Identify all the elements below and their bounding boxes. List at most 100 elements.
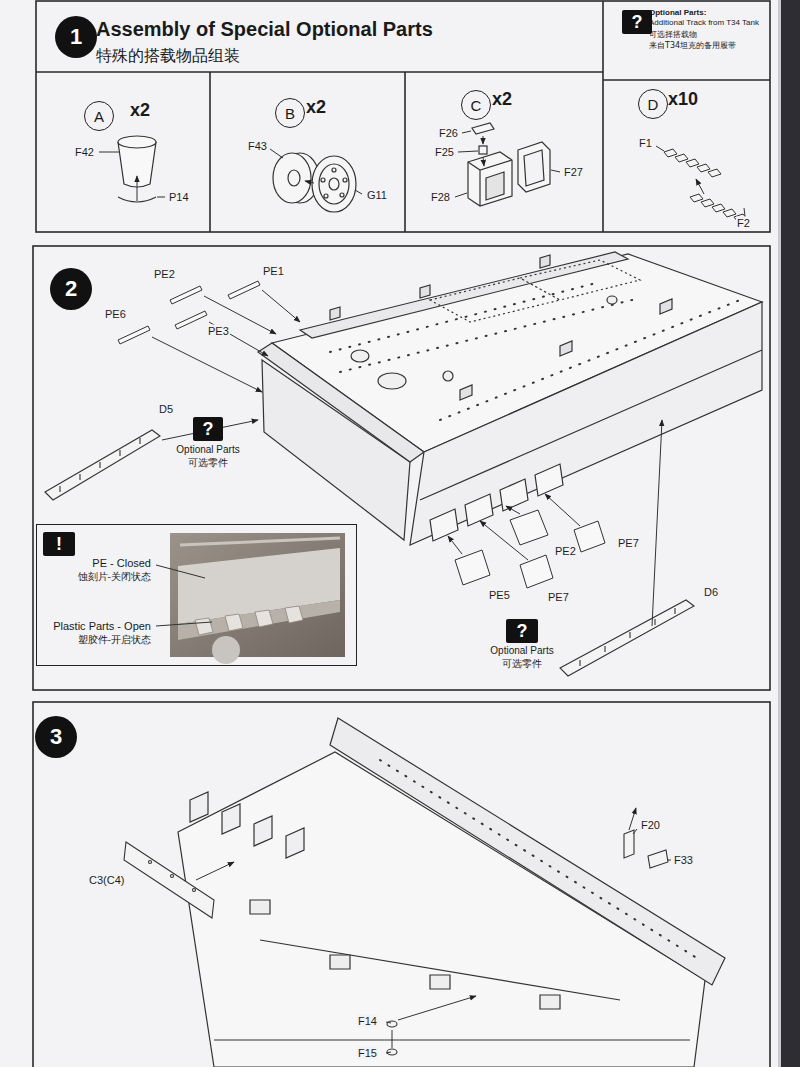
leader-line bbox=[462, 131, 471, 133]
hull-drawing bbox=[258, 252, 762, 545]
panel-frame bbox=[603, 79, 770, 81]
leader-line bbox=[386, 1052, 391, 1053]
leader-line bbox=[652, 420, 662, 626]
panel-frame bbox=[602, 1, 604, 232]
leader-line bbox=[156, 565, 205, 578]
caption-text: x10 bbox=[668, 89, 698, 110]
road-wheel-part bbox=[312, 156, 356, 212]
road-wheel-part bbox=[329, 178, 339, 190]
leader-line bbox=[196, 862, 234, 880]
leader-line bbox=[667, 860, 671, 861]
part-number: F15 bbox=[357, 1047, 378, 1060]
side-strip-part bbox=[193, 889, 196, 892]
road-wheel-part bbox=[288, 170, 300, 186]
road-wheel-part bbox=[324, 194, 328, 198]
panel-frame bbox=[33, 702, 770, 1067]
storage-box-part bbox=[486, 172, 504, 200]
storage-box-part bbox=[468, 123, 550, 206]
storage-box-part bbox=[518, 142, 550, 192]
caption-text: 来自T34坦克的备用履带 bbox=[649, 41, 736, 50]
leader-line bbox=[156, 622, 212, 626]
leader-line bbox=[162, 420, 258, 440]
part-number: F25 bbox=[434, 146, 455, 159]
sub-step-cell: x2 A bbox=[36, 72, 210, 232]
hull-side-drawing bbox=[190, 792, 304, 858]
storage-box-part bbox=[472, 123, 494, 134]
etched-part bbox=[170, 286, 202, 304]
icon-symbol: ? bbox=[622, 13, 652, 31]
hull-drawing bbox=[410, 302, 762, 545]
hull-drawing bbox=[351, 350, 369, 362]
icon-symbol: D bbox=[639, 97, 667, 112]
leader-line bbox=[458, 151, 478, 152]
leader-line bbox=[455, 131, 560, 197]
step-number: 2 bbox=[50, 268, 92, 310]
road-wheel-part bbox=[332, 168, 336, 172]
caption-text: 可选零件 bbox=[502, 658, 542, 670]
hull-drawing bbox=[607, 296, 617, 304]
side-strip-part bbox=[387, 1049, 397, 1055]
side-strip-part bbox=[387, 1021, 397, 1027]
reference-photo bbox=[170, 533, 345, 664]
part-number: PE2 bbox=[153, 268, 176, 281]
storage-box-part bbox=[479, 146, 487, 154]
warning-icon: ! bbox=[43, 532, 75, 556]
road-wheel-part bbox=[273, 153, 356, 212]
icon-symbol: C bbox=[462, 98, 490, 113]
icon-symbol: 2 bbox=[50, 278, 92, 300]
leader-line bbox=[633, 829, 637, 834]
caption-text: Optional Parts bbox=[490, 645, 553, 657]
caption-text: x2 bbox=[130, 100, 150, 121]
part-number: PE1 bbox=[262, 265, 285, 278]
storage-box-part bbox=[468, 160, 512, 206]
panel-frame bbox=[404, 72, 406, 232]
icon-symbol: ! bbox=[43, 535, 75, 553]
side-strip-part bbox=[624, 830, 634, 858]
icon-symbol: ? bbox=[506, 622, 538, 640]
caption-text: Additional Track from T34 Tank bbox=[649, 18, 759, 27]
reference-photo bbox=[180, 538, 340, 545]
track-link-part bbox=[690, 194, 703, 202]
leader-line bbox=[270, 149, 362, 194]
bucket-part bbox=[118, 136, 156, 202]
icon-symbol: 1 bbox=[55, 26, 97, 48]
etched-part bbox=[520, 555, 553, 588]
leader-line bbox=[152, 290, 662, 626]
leader-line bbox=[392, 1030, 393, 1048]
hull-side-drawing bbox=[250, 900, 560, 1009]
sub-step-letter: A bbox=[84, 101, 114, 131]
leader-line bbox=[157, 197, 165, 198]
leader-line bbox=[656, 146, 664, 151]
road-wheel-part bbox=[340, 193, 344, 197]
part-number: PE3 bbox=[207, 325, 230, 338]
note-box: PE - Closed蚀刻片-关闭状态Plastic Parts - Open塑… bbox=[36, 524, 357, 666]
leader-line bbox=[156, 565, 212, 626]
etched-part bbox=[228, 281, 260, 299]
road-wheel-part bbox=[319, 164, 349, 204]
leader-line bbox=[545, 494, 580, 526]
leader-line bbox=[270, 149, 283, 158]
question-icon: ?Optional Parts可选零件 bbox=[506, 619, 538, 643]
leader-line bbox=[196, 808, 671, 1053]
leader-line bbox=[480, 521, 528, 560]
paper bbox=[780, 0, 800, 1067]
leader-line bbox=[386, 1022, 391, 1023]
leader-line bbox=[398, 996, 476, 1020]
caption-text: x2 bbox=[492, 89, 512, 110]
hull-side-drawing bbox=[380, 760, 700, 960]
etched-part bbox=[118, 326, 150, 344]
icon-symbol: B bbox=[276, 106, 304, 121]
part-number: PE6 bbox=[104, 308, 127, 321]
part-number: C3(C4) bbox=[88, 874, 125, 887]
hull-drawing bbox=[443, 371, 453, 381]
part-number: P14 bbox=[168, 191, 190, 204]
road-wheel-part bbox=[343, 178, 347, 182]
sub-step-letter: D bbox=[638, 89, 668, 119]
sub-step-letter: C bbox=[461, 90, 491, 120]
track-link-part bbox=[686, 159, 699, 167]
leader-line bbox=[99, 152, 119, 153]
step-number: 3 bbox=[35, 716, 77, 758]
leader-line bbox=[744, 208, 745, 216]
panel-frame bbox=[33, 246, 770, 690]
